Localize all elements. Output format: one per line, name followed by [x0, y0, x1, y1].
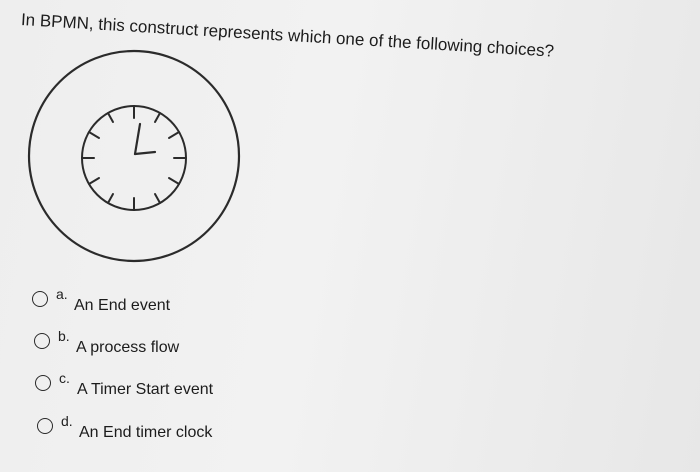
option-d-label: An End timer clock — [79, 424, 213, 441]
option-c-letter: c. — [59, 370, 70, 386]
option-b-label: A process flow — [76, 339, 180, 356]
clock-tick — [168, 131, 180, 139]
event-circle — [27, 49, 241, 263]
bpmn-timer-event-figure — [24, 48, 244, 266]
clock-tick — [168, 177, 180, 185]
clock-minute-hand — [133, 122, 142, 156]
option-c[interactable]: c. A Timer Start event — [35, 370, 275, 405]
option-c-radio[interactable] — [35, 375, 51, 391]
clock-face — [81, 105, 187, 211]
clock-tick — [88, 131, 100, 139]
timer-start-event-icon — [27, 49, 241, 263]
option-d-radio[interactable] — [37, 418, 53, 434]
clock-tick — [107, 193, 114, 204]
option-a[interactable]: a. An End event — [32, 286, 272, 321]
option-c-label: A Timer Start event — [77, 381, 214, 398]
clock-tick — [154, 112, 161, 123]
clock-hour-hand — [133, 150, 157, 156]
option-d-letter: d. — [61, 413, 73, 429]
option-b-letter: b. — [58, 328, 70, 344]
option-b-radio[interactable] — [34, 333, 50, 349]
option-a-label: An End event — [74, 297, 171, 314]
clock-tick — [88, 177, 100, 185]
clock-ticks — [81, 105, 187, 211]
option-d[interactable]: d. An End timer clock — [37, 413, 277, 448]
option-a-radio[interactable] — [32, 291, 48, 307]
clock-hands — [133, 122, 157, 156]
option-b[interactable]: b. A process flow — [34, 328, 274, 363]
clock-tick — [107, 112, 114, 123]
clock-tick — [154, 193, 161, 204]
option-a-letter: a. — [56, 286, 68, 302]
